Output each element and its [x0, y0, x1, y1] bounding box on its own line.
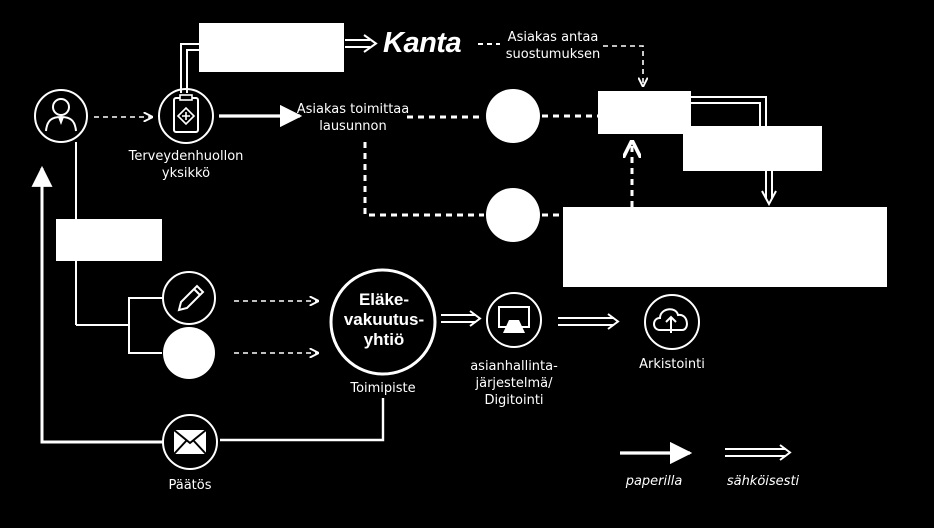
label-line: lausunnon: [319, 119, 387, 134]
filled-circle-a: [486, 89, 540, 143]
label-line: Digitointi: [484, 393, 544, 408]
legend-electronic-arrow: [725, 444, 792, 461]
pen-icon: [177, 284, 205, 312]
kanta-logo: Kanta: [383, 27, 462, 59]
label-line: yksikkö: [161, 166, 211, 181]
label-line: Eläke-: [358, 290, 410, 309]
person-icon: [45, 98, 77, 132]
redacted-box-right-2: [683, 126, 822, 171]
label-line: Asiakas toimittaa: [296, 102, 410, 117]
double-arrow-pension-to-system: [441, 310, 482, 327]
pension-company-node: [329, 268, 437, 376]
archive-node: [644, 294, 700, 350]
double-arrow-system-to-archive: [558, 313, 620, 330]
redacted-box-right-1: [598, 91, 691, 134]
decision-node: [162, 414, 218, 470]
double-arrow-box-to-kanta: [345, 34, 378, 53]
person-node: [34, 89, 88, 143]
label-office: Toimipiste: [350, 381, 416, 396]
label-line: suostumuksen: [505, 47, 601, 62]
health-unit-node: [158, 88, 214, 144]
paper-arrow-decision-to-person: [31, 165, 163, 444]
label-customer-consent: Asiakas antaa suostumuksen: [495, 29, 611, 63]
monitor-icon: [498, 306, 530, 333]
label-customer-delivers: Asiakas toimittaa lausunnon: [296, 101, 410, 135]
cloud-upload-icon: [653, 308, 688, 333]
line-office-to-decision: [220, 398, 385, 442]
case-system-node: [486, 292, 542, 348]
label-line: järjestelmä/: [475, 376, 553, 391]
double-line-box1-to-box2: [691, 96, 767, 126]
legend-paper-label: paperilla: [625, 474, 683, 489]
envelope-icon: [173, 429, 207, 455]
medical-document-icon: [173, 94, 199, 133]
label-line: Asiakas antaa: [507, 30, 599, 45]
label-archiving: Arkistointi: [639, 357, 705, 372]
double-arrow-box2-to-large: [761, 171, 777, 207]
line-branch-fork: [128, 297, 162, 354]
label-case-system: asianhallinta- järjestelmä/ Digitointi: [458, 358, 570, 409]
double-line-unit-to-top-box: [180, 43, 199, 93]
label-line: yhtiö: [363, 330, 405, 349]
dashed-arrow-consent-to-box: [603, 45, 643, 86]
redacted-box-large: [563, 207, 887, 287]
dashed-line-delivers-circle-b: [363, 142, 484, 217]
filled-circle-b: [486, 188, 540, 242]
redacted-box-left: [56, 219, 162, 261]
label-line: Terveydenhuollon: [128, 149, 244, 164]
redacted-box-top: [199, 23, 344, 72]
label-line: vakuutus-: [343, 310, 425, 329]
filled-circle-c: [163, 327, 215, 379]
label-line: asianhallinta-: [470, 359, 558, 374]
label-decision: Päätös: [168, 478, 212, 493]
label-pension-company: Eläke- vakuutus- yhtiö: [334, 290, 434, 350]
label-health-unit: Terveydenhuollon yksikkö: [126, 148, 246, 182]
pen-node: [162, 271, 216, 325]
legend-electronic-label: sähköisesti: [726, 474, 800, 489]
